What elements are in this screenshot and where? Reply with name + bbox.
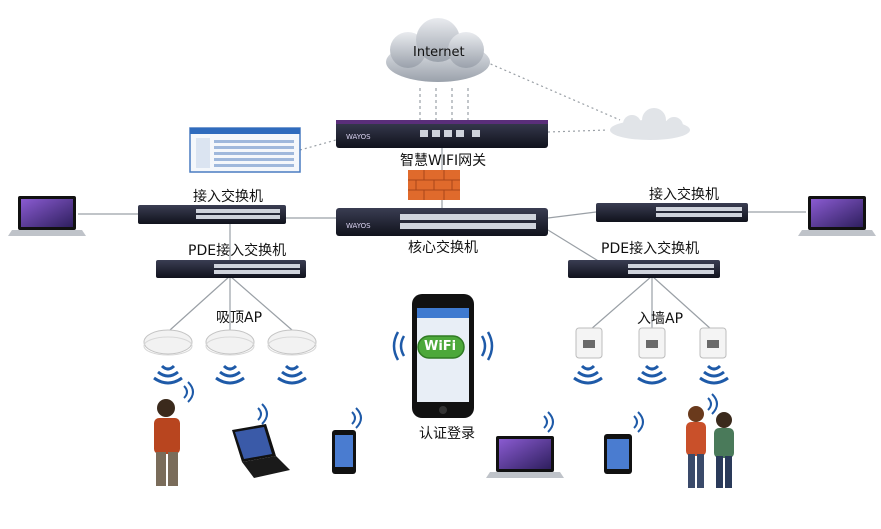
wall-ap-label: 入墙AP — [637, 311, 684, 327]
access-point-icon — [575, 327, 603, 359]
laptop-icon — [8, 196, 86, 236]
ceiling-ap-label: 吸顶AP — [216, 310, 263, 326]
access-point-icon — [205, 329, 255, 356]
wifi-signal-icon — [214, 364, 246, 385]
wifi-signal-icon — [183, 381, 194, 403]
access-switch-right-label: 接入交换机 — [649, 187, 719, 203]
internet-label: Internet — [413, 45, 465, 60]
wifi-logo-text: WiFi — [424, 339, 457, 354]
wifi-signal-icon — [636, 364, 668, 385]
wifi-signal-icon — [351, 407, 362, 429]
monitor-icon — [189, 127, 301, 173]
tablet-icon — [604, 434, 632, 474]
laptop-icon — [486, 436, 564, 478]
switch-icon — [156, 260, 306, 278]
wifi-signal-icon — [276, 364, 308, 385]
cloud-icon — [610, 108, 690, 140]
wifi-signal-icon — [152, 364, 184, 385]
person-icon — [714, 412, 734, 488]
svg-text:WAYOS: WAYOS — [346, 222, 371, 230]
access-switch-left-label: 接入交换机 — [193, 189, 263, 205]
pde-switch-left-label: PDE接入交换机 — [188, 243, 287, 259]
access-point-icon — [638, 327, 666, 359]
core-switch-label: 核心交换机 — [408, 240, 478, 256]
laptop-icon — [798, 196, 876, 236]
switch-icon: WAYOS — [336, 208, 548, 236]
wifi-signal-icon — [572, 364, 604, 385]
access-point-icon — [699, 327, 727, 359]
wifi-logo — [417, 335, 465, 359]
router-icon: WAYOS — [336, 120, 548, 148]
pde-switch-right-label: PDE接入交换机 — [601, 241, 700, 257]
person-icon — [154, 399, 180, 486]
svg-text:WAYOS: WAYOS — [346, 133, 371, 141]
connection-lines — [78, 61, 806, 331]
wifi-signal-icon — [633, 411, 644, 433]
cloud-icon — [386, 18, 490, 82]
access-point-icon — [143, 329, 193, 356]
wifi-signal-icon — [707, 393, 718, 415]
gateway-label: 智慧WIFI网关 — [400, 153, 487, 169]
wifi-signal-icon — [392, 331, 494, 361]
wifi-signal-icon — [543, 411, 554, 433]
wifi-signal-icon — [698, 364, 730, 385]
switch-icon — [596, 203, 748, 222]
person-icon — [686, 406, 706, 488]
wifi-signal-icon — [257, 403, 268, 425]
switch-icon — [138, 205, 286, 224]
firewall-icon — [408, 170, 460, 200]
auth-login-label: 认证登录 — [419, 426, 475, 442]
laptop-icon — [232, 424, 290, 478]
smartphone-icon — [332, 430, 356, 474]
access-point-icon — [267, 329, 317, 356]
switch-icon — [568, 260, 720, 278]
